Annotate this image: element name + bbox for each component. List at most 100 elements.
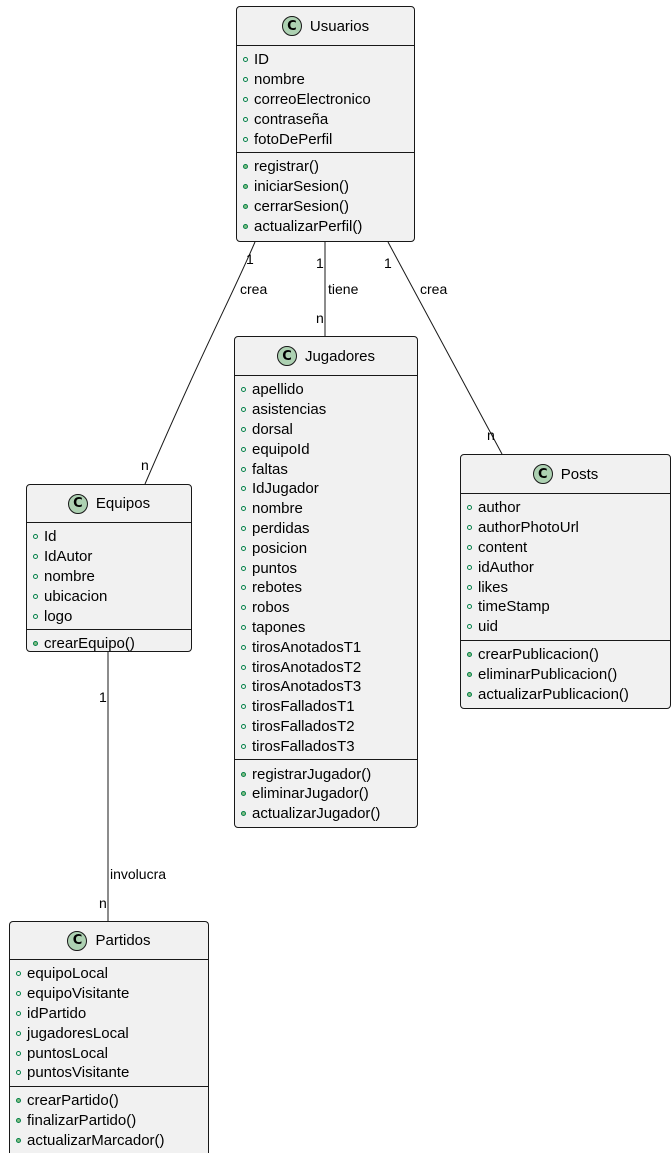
method-name: actualizarJugador() (252, 805, 381, 823)
attribute-name: ubicacion (44, 587, 108, 605)
method-row: actualizarJugador() (235, 804, 417, 824)
attribute-row: author (461, 498, 670, 518)
public-method-icon (241, 771, 246, 777)
method-row: iniciarSesion() (237, 177, 414, 197)
method-name: actualizarMarcador() (27, 1131, 165, 1149)
attribute-row: tirosAnotadosT1 (235, 637, 417, 657)
attribute-name: nombre (254, 71, 305, 89)
attribute-name: author (478, 499, 521, 517)
attribute-row: jugadoresLocal (10, 1023, 208, 1043)
attribute-name: contraseña (254, 110, 329, 128)
attribute-name: nombre (252, 500, 303, 518)
public-field-icon (467, 544, 472, 550)
public-field-icon (241, 624, 246, 630)
relation-usuarios-equipos-to-mult: n (141, 457, 149, 473)
methods-section: registrar()iniciarSesion()cerrarSesion()… (237, 153, 414, 239)
attribute-name: fotoDePerfil (254, 130, 333, 148)
attribute-name: dorsal (252, 420, 293, 438)
attribute-row: fotoDePerfil (237, 129, 414, 149)
public-field-icon (241, 565, 246, 571)
public-field-icon (241, 585, 246, 591)
attribute-row: rebotes (235, 578, 417, 598)
attribute-row: nombre (235, 499, 417, 519)
public-field-icon (241, 664, 246, 670)
public-field-icon (241, 486, 246, 492)
public-field-icon (16, 1030, 21, 1036)
attribute-row: content (461, 538, 670, 558)
public-field-icon (467, 604, 472, 610)
class-header: C Equipos (27, 485, 191, 523)
attribute-row: perdidas (235, 519, 417, 539)
attribute-row: dorsal (235, 420, 417, 440)
attribute-row: apellido (235, 380, 417, 400)
attribute-row: nombre (237, 70, 414, 90)
public-field-icon (241, 466, 246, 472)
public-field-icon (241, 644, 246, 650)
attribute-row: correoElectronico (237, 90, 414, 110)
relation-usuarios-jugadores-from-mult: 1 (316, 255, 324, 271)
class-name: Posts (560, 465, 599, 483)
attribute-row: asistencias (235, 400, 417, 420)
class-header: C Posts (461, 455, 670, 494)
public-field-icon (33, 573, 38, 579)
method-name: registrar() (254, 158, 320, 176)
attribute-row: timeStamp (461, 597, 670, 617)
relation-equipos-partidos-label: involucra (110, 866, 167, 882)
attribute-row: puntosVisitante (10, 1063, 208, 1083)
public-field-icon (467, 624, 472, 630)
method-name: actualizarPublicacion() (478, 685, 629, 703)
public-field-icon (241, 545, 246, 551)
methods-section: registrarJugador()eliminarJugador()actua… (235, 760, 417, 826)
attribute-row: IdJugador (235, 479, 417, 499)
public-field-icon (16, 1050, 21, 1056)
attribute-name: tapones (252, 618, 306, 636)
public-field-icon (241, 605, 246, 611)
relation-usuarios-equipos-label: crea (240, 281, 268, 297)
method-name: crearEquipo() (44, 635, 135, 652)
attribute-name: nombre (44, 567, 95, 585)
method-row: eliminarJugador() (235, 784, 417, 804)
attribute-name: timeStamp (478, 598, 550, 616)
attribute-row: robos (235, 598, 417, 618)
method-name: actualizarPerfil() (254, 217, 363, 235)
attribute-row: idPartido (10, 1004, 208, 1024)
public-method-icon (467, 691, 472, 697)
attribute-name: puntosVisitante (27, 1064, 130, 1082)
class-header: C Usuarios (237, 7, 414, 46)
public-field-icon (33, 593, 38, 599)
attribute-name: faltas (252, 460, 288, 478)
public-field-icon (241, 387, 246, 393)
attribute-row: puntosLocal (10, 1043, 208, 1063)
public-field-icon (241, 525, 246, 531)
attribute-row: faltas (235, 459, 417, 479)
method-row: crearPublicacion() (461, 645, 670, 665)
public-field-icon (467, 505, 472, 511)
public-field-icon (467, 525, 472, 531)
relation-usuarios-posts-label: crea (420, 281, 448, 297)
attribute-name: posicion (252, 539, 308, 557)
attribute-name: tirosFalladosT2 (252, 717, 355, 735)
attribute-row: likes (461, 577, 670, 597)
public-method-icon (467, 671, 472, 677)
method-name: iniciarSesion() (254, 178, 350, 196)
attribute-name: Id (44, 528, 57, 546)
attribute-name: likes (478, 578, 509, 596)
public-field-icon (33, 534, 38, 540)
attribute-row: tirosAnotadosT2 (235, 657, 417, 677)
public-field-icon (241, 446, 246, 452)
public-field-icon (33, 554, 38, 560)
class-name: Usuarios (309, 17, 370, 35)
attribute-row: tirosFalladosT3 (235, 736, 417, 756)
public-field-icon (241, 407, 246, 413)
attribute-row: Id (27, 527, 191, 547)
class-circle-c-icon: C (532, 464, 553, 484)
public-field-icon (33, 613, 38, 619)
